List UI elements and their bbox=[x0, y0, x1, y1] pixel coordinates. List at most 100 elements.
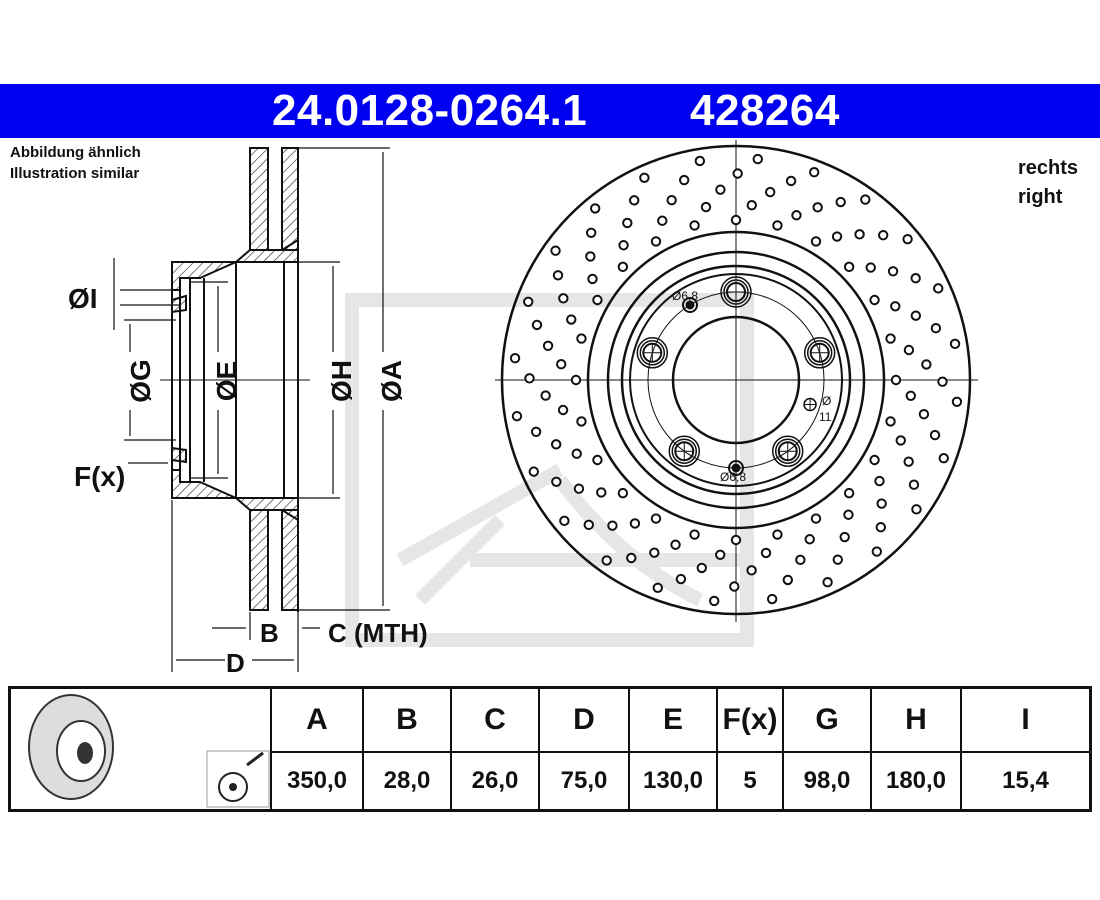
drill-hole bbox=[875, 522, 887, 533]
hole-label-top: Ø6,8 bbox=[672, 289, 698, 303]
column-value: 15,4 bbox=[960, 753, 1089, 809]
drill-hole bbox=[832, 554, 843, 565]
drill-hole bbox=[895, 435, 906, 446]
drill-hole bbox=[890, 301, 901, 312]
column-value: 130,0 bbox=[628, 753, 716, 809]
drill-hole bbox=[876, 498, 887, 509]
drill-hole bbox=[911, 504, 922, 515]
drill-hole bbox=[715, 184, 726, 195]
drill-hole bbox=[589, 203, 601, 214]
drill-hole bbox=[596, 487, 607, 498]
drill-hole bbox=[810, 513, 822, 524]
note-en: Illustration similar bbox=[10, 165, 140, 182]
bolt-hole-cross bbox=[643, 343, 662, 362]
drill-hole bbox=[552, 270, 564, 281]
drill-hole bbox=[511, 410, 523, 422]
bolt-hole-cross bbox=[675, 442, 694, 461]
drill-hole bbox=[626, 552, 637, 564]
bolt-hole bbox=[771, 435, 804, 467]
bolt-hole-ring bbox=[806, 340, 833, 366]
drill-hole bbox=[905, 390, 916, 401]
drill-hole bbox=[530, 426, 542, 438]
drill-hole bbox=[839, 531, 850, 543]
hole-label-right-symbol: Ø bbox=[822, 394, 831, 408]
bolt-hole bbox=[803, 337, 836, 369]
side-label: rechts right bbox=[1018, 154, 1078, 212]
drill-hole bbox=[885, 416, 896, 427]
drill-hole bbox=[812, 202, 823, 213]
label-dia-i: ØI bbox=[68, 283, 98, 314]
drill-hole bbox=[657, 215, 668, 226]
drill-hole bbox=[949, 338, 961, 350]
drill-hole bbox=[629, 195, 640, 206]
bolt-hole-cross bbox=[727, 283, 745, 301]
ate-watermark-logo bbox=[345, 293, 754, 647]
drill-hole bbox=[903, 344, 915, 356]
column-value: 28,0 bbox=[362, 753, 450, 809]
drill-hole bbox=[835, 196, 846, 208]
drill-hole bbox=[843, 509, 854, 520]
drawing: ØI ØG ØE ØH ØA F(x) B C (MTH) D Ø6,8 bbox=[68, 140, 978, 678]
hole-label-right-value: 11 bbox=[819, 410, 832, 424]
drill-hole bbox=[903, 456, 914, 467]
threaded-hole-cross bbox=[804, 398, 817, 411]
drill-hole bbox=[804, 534, 815, 545]
drill-hole bbox=[559, 515, 570, 527]
label-dia-a: ØA bbox=[376, 360, 407, 402]
drill-hole bbox=[752, 153, 763, 165]
column-header: E bbox=[628, 689, 716, 753]
drill-hole bbox=[528, 466, 539, 477]
drill-hole bbox=[666, 194, 677, 206]
drill-hole bbox=[921, 359, 932, 370]
drill-hole bbox=[689, 529, 700, 540]
label-dia-g: ØG bbox=[125, 359, 156, 403]
drill-hole bbox=[524, 373, 535, 384]
drill-hole bbox=[670, 539, 681, 550]
drill-hole bbox=[930, 322, 942, 334]
drill-hole bbox=[860, 194, 871, 205]
drill-hole bbox=[918, 408, 930, 420]
drill-hole bbox=[550, 245, 561, 256]
article-number: 428264 bbox=[690, 86, 840, 135]
disc-thumbnail-icon bbox=[28, 694, 270, 808]
drill-hole bbox=[556, 359, 567, 370]
drill-hole bbox=[729, 581, 740, 592]
drill-hole bbox=[908, 479, 920, 490]
drill-hole bbox=[746, 200, 757, 211]
drill-hole bbox=[617, 261, 629, 273]
drill-hole bbox=[540, 390, 551, 401]
column-header: D bbox=[538, 689, 628, 753]
column-header: I bbox=[960, 689, 1089, 753]
bolt-hole-ring bbox=[639, 340, 666, 366]
drill-hole bbox=[730, 534, 742, 546]
label-dia-h: ØH bbox=[326, 360, 357, 402]
drill-hole bbox=[583, 519, 594, 531]
drill-hole bbox=[730, 214, 742, 226]
bolt-hole-ring bbox=[774, 438, 801, 464]
drill-hole bbox=[592, 454, 603, 466]
drill-hole bbox=[542, 340, 554, 352]
drill-hole bbox=[890, 374, 902, 386]
label-dia-e: ØE bbox=[211, 361, 242, 401]
label-c-mth: C (MTH) bbox=[328, 618, 428, 648]
column-header: C bbox=[450, 689, 538, 753]
drill-hole bbox=[772, 529, 783, 540]
column-header: G bbox=[782, 689, 870, 753]
drill-hole bbox=[700, 201, 712, 213]
drill-hole bbox=[871, 546, 883, 557]
drill-hole bbox=[585, 227, 597, 238]
illustration-note: Abbildung ähnlich Illustration similar bbox=[10, 142, 141, 184]
drill-hole bbox=[929, 429, 941, 441]
drill-hole bbox=[592, 294, 603, 306]
drill-hole bbox=[772, 220, 783, 231]
drill-hole bbox=[678, 174, 690, 186]
drill-hole bbox=[878, 229, 889, 241]
drill-hole bbox=[650, 513, 662, 524]
drill-hole bbox=[509, 353, 521, 364]
label-d: D bbox=[226, 648, 245, 678]
drill-hole bbox=[885, 333, 896, 344]
drill-hole bbox=[869, 454, 880, 466]
drill-hole bbox=[766, 593, 778, 605]
locating-hole bbox=[728, 460, 744, 476]
